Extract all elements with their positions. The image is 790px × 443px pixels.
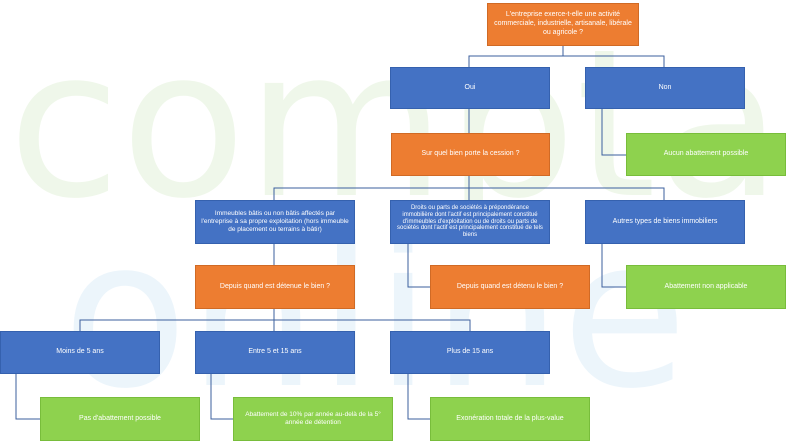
- edge-autres-nonapplicable: [601, 244, 626, 288]
- node-droits-parts: Droits ou parts de sociétés à prépondéra…: [390, 200, 550, 244]
- node-pas-abattement: Pas d'abattement possible: [40, 397, 200, 441]
- edge-entre-outcome: [210, 374, 233, 420]
- edge-plus15-outcome: [407, 374, 430, 420]
- node-asset-question: Sur quel bien porte la cession ?: [391, 133, 550, 176]
- node-plus-15-ans: Plus de 15 ans: [390, 331, 550, 374]
- node-moins-5-ans: Moins de 5 ans: [0, 331, 160, 374]
- node-non: Non: [585, 67, 745, 109]
- edge-droits-q4: [407, 244, 430, 288]
- edge-moins5-outcome: [15, 374, 40, 420]
- node-oui: Oui: [390, 67, 550, 109]
- node-abattement-10: Abattement de 10% par année au-delà de l…: [233, 397, 393, 441]
- node-immeubles: Immeubles bâtis ou non bâtis affectés pa…: [195, 200, 355, 244]
- node-holding-question-1: Depuis quand est détenue le bien ?: [195, 265, 355, 309]
- edge-q3-durations: [79, 309, 471, 331]
- edge-non-aucun: [601, 109, 626, 156]
- node-activity-question: L'entreprise exerce-t-elle une activité …: [487, 3, 639, 46]
- node-non-applicable: Abattement non applicable: [626, 265, 786, 309]
- node-exoneration: Exonération totale de la plus-value: [430, 397, 590, 441]
- edge-q1-branches: [468, 46, 665, 67]
- node-autres-biens: Autres types de biens immobiliers: [585, 200, 745, 244]
- edge-q2-categories: [273, 176, 665, 200]
- node-entre-5-15-ans: Entre 5 et 15 ans: [195, 331, 355, 374]
- watermark-online: online: [62, 196, 687, 434]
- node-holding-question-2: Depuis quand est détenu le bien ?: [430, 265, 590, 309]
- node-aucun-abattement: Aucun abattement possible: [626, 133, 786, 176]
